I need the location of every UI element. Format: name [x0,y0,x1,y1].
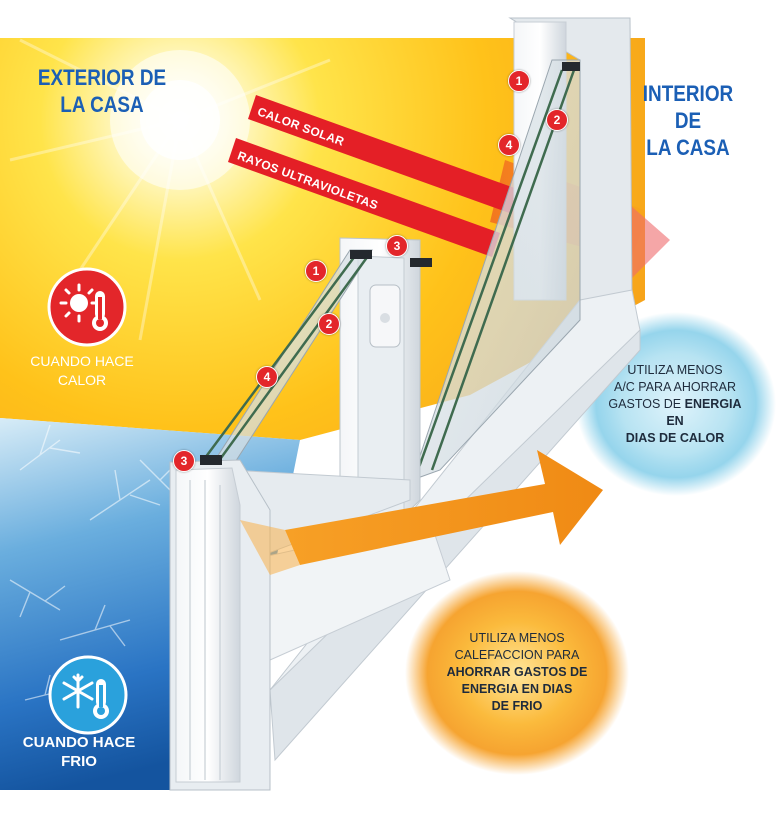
badge-top-4: 4 [498,134,520,156]
badge-top-2: 2 [546,109,568,131]
cold-benefit-line2: CALEFACCION PARA [454,648,580,662]
hot-label-line2: CALOR [57,372,107,388]
hot-benefit-line1: UTILIZA MENOS [627,363,723,377]
hot-benefit-line3-plain: GASTOS DE [608,397,685,411]
heat-retention-arrow [240,450,603,575]
exterior-title-line1: EXTERIOR DE [37,65,167,90]
badge-low-3: 3 [173,450,195,472]
hot-condition-label: CUANDO HACE CALOR [22,352,142,390]
window-frame [169,17,641,791]
badge-mid-3: 3 [386,235,408,257]
exterior-title-line2: LA CASA [60,92,144,117]
cold-benefit-line5: DE FRIO [491,699,543,713]
snowflake-thermometer-icon [48,655,128,735]
cold-benefit-line3: AHORRAR GASTOS DE [446,665,588,679]
interior-title-line2: LA CASA [646,135,730,160]
badge-top-1: 1 [508,70,530,92]
badge-mid-4: 4 [256,366,278,388]
cold-label-line1: CUANDO HACE [22,734,136,751]
cold-benefit-line4: ENERGIA EN DIAS [461,682,573,696]
cold-benefit-line1: UTILIZA MENOS [469,631,565,645]
hot-benefit-line4: DIAS DE CALOR [625,431,725,445]
hot-label-line1: CUANDO HACE [30,353,134,369]
cold-condition-label: CUANDO HACE FRIO [4,733,154,771]
badge-mid-2: 2 [318,313,340,335]
hot-benefit-line2: A/C PARA AHORRAR [613,380,737,394]
badge-mid-1: 1 [305,260,327,282]
hot-benefit-line3: GASTOS DE ENERGIA EN [602,396,748,430]
cold-benefit-text: UTILIZA MENOS CALEFACCION PARA AHORRAR G… [424,630,610,715]
interior-title-line1: INTERIOR DE [642,81,734,133]
hot-benefit-text: UTILIZA MENOS A/C PARA AHORRAR GASTOS DE… [602,362,748,447]
cold-label-line2: FRIO [61,753,97,770]
exterior-title: EXTERIOR DE LA CASA [33,64,171,118]
hot-benefit-line3-bold: ENERGIA EN [666,397,742,428]
sun-thermometer-icon [47,267,127,347]
benefit-glow-cold [405,571,629,775]
interior-title: INTERIOR DE LA CASA [628,80,748,161]
